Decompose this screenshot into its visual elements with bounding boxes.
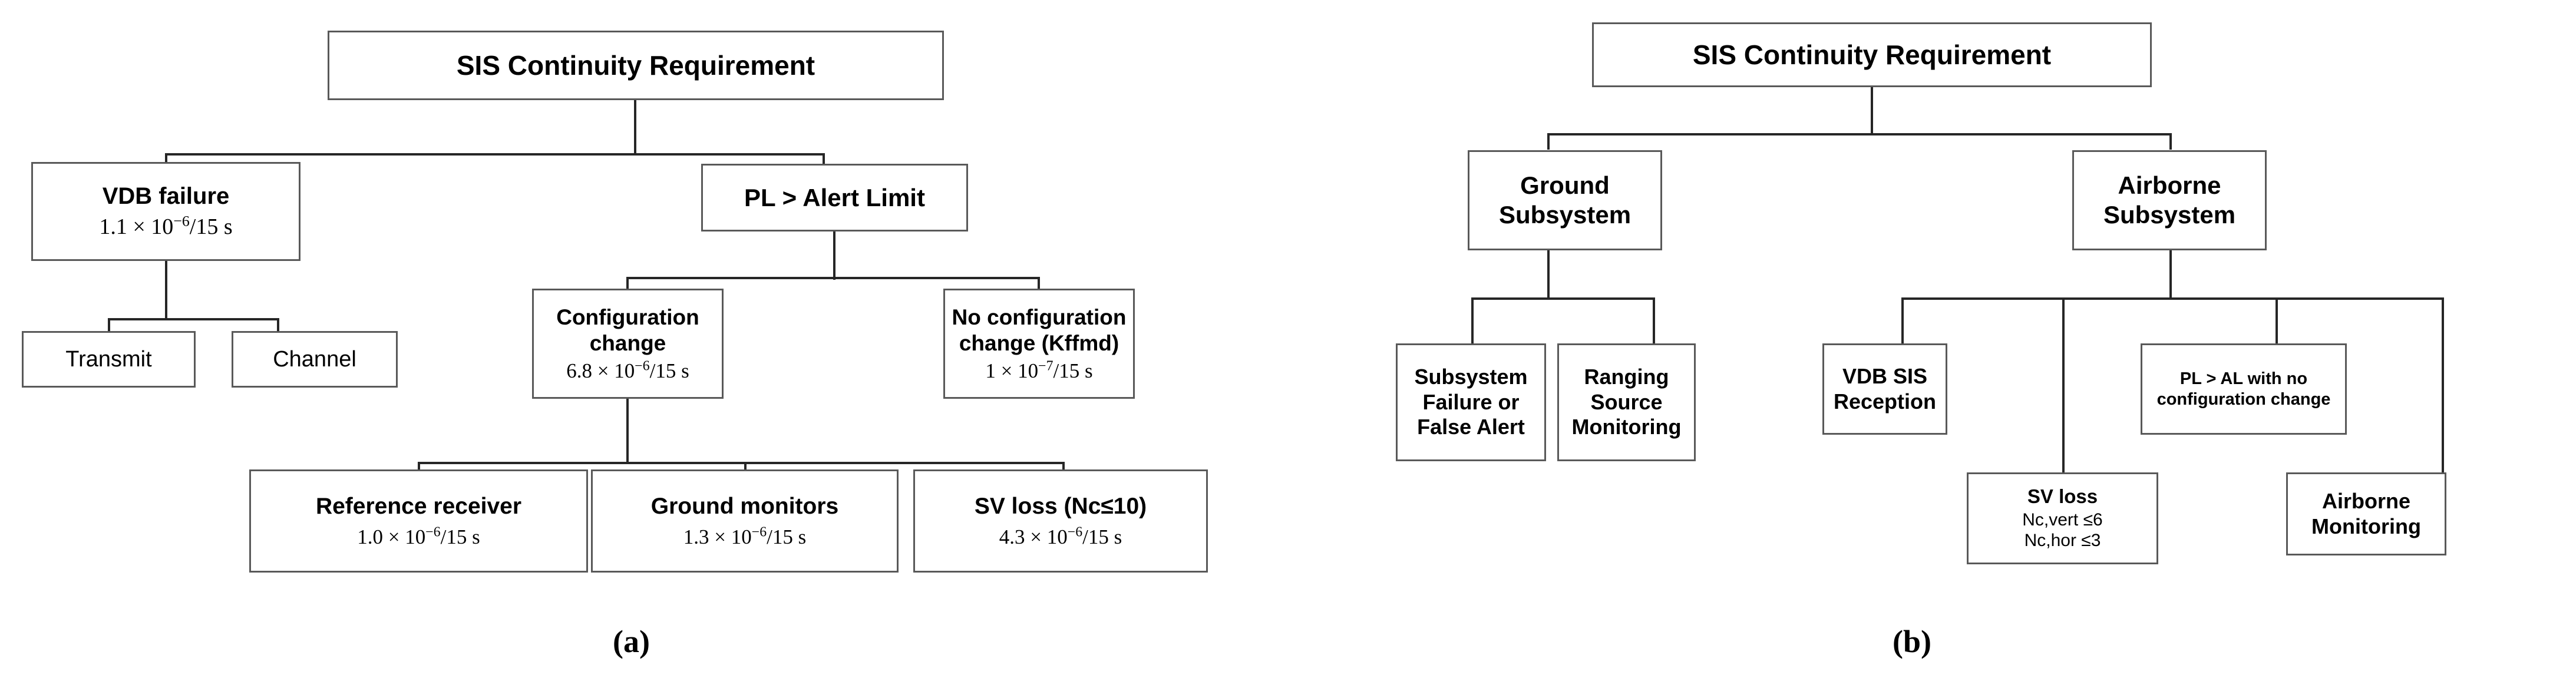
node-a-config-rate: 6.8 × 10−6/15 s — [566, 358, 689, 382]
connector-a-to-pl — [823, 153, 825, 165]
connector-a-to-svloss — [1062, 462, 1065, 474]
node-b-svloss-title: SV loss — [2027, 485, 2098, 508]
node-b-ground-subsystem[interactable]: Ground Subsystem — [1468, 150, 1662, 250]
node-b-subsystem-failure-false-alert[interactable]: Subsystem Failure or False Alert — [1396, 343, 1546, 461]
node-b-subsysfail-line2: Failure or — [1422, 389, 1520, 414]
node-b-plal-line2: configuration change — [2156, 389, 2331, 409]
node-b-airbmon-line2: Monitoring — [2311, 514, 2421, 538]
connector-b-level1-bus — [1547, 133, 2172, 135]
connector-b-to-svloss-b — [2062, 297, 2065, 474]
connector-a-to-gmon — [744, 462, 747, 474]
connector-a-to-refrx — [418, 462, 420, 474]
node-b-airborne-title-line2: Subsystem — [2103, 201, 2236, 229]
node-b-ranging-line2: Source — [1590, 389, 1663, 414]
node-a-svloss-rate: 4.3 × 10−6/15 s — [999, 524, 1122, 548]
connector-a-to-vdb — [165, 153, 167, 164]
connector-a-to-noconfig — [1038, 277, 1040, 290]
connector-b-to-subsystem-failure — [1471, 297, 1474, 343]
connector-b-root-down — [1871, 86, 1873, 134]
connector-b-to-vdb-sis — [1901, 297, 1904, 343]
node-b-airborne-subsystem[interactable]: Airborne Subsystem — [2072, 150, 2267, 250]
node-b-vdb-sis-reception[interactable]: VDB SIS Reception — [1822, 343, 1947, 435]
node-a-noconfig-rate: 1 × 10−7/15 s — [985, 358, 1093, 382]
node-a-channel-title: Channel — [273, 346, 356, 372]
connector-b-airborne-bus — [1901, 297, 2444, 300]
node-a-svloss-title: SV loss (Nc≤10) — [974, 493, 1147, 519]
node-a-pl-title: PL > Alert Limit — [744, 183, 925, 211]
connector-a-vdb-bus — [108, 318, 279, 320]
caption-panel-b: (b) — [1893, 624, 1931, 659]
node-b-subsysfail-line3: False Alert — [1417, 415, 1525, 439]
connector-a-config-down — [626, 399, 629, 464]
node-b-ranging-line3: Monitoring — [1571, 415, 1682, 439]
node-a-noconfig-title-line2: change (Kffmd) — [959, 330, 1119, 355]
connector-b-ground-to-bus — [1547, 250, 1550, 299]
connector-b-ground-bus — [1471, 297, 1655, 300]
caption-panel-a: (a) — [613, 624, 650, 659]
node-a-sis-continuity-requirement[interactable]: SIS Continuity Requirement — [328, 31, 944, 100]
connector-b-to-airborne-monitoring — [2442, 297, 2444, 474]
node-b-airbmon-line1: Airborne — [2321, 489, 2410, 514]
node-b-pl-al-no-config-change[interactable]: PL > AL with no configuration change — [2141, 343, 2347, 435]
node-a-root-title: SIS Continuity Requirement — [456, 49, 815, 81]
node-b-ground-title-line1: Ground — [1520, 171, 1610, 200]
node-b-airborne-monitoring[interactable]: Airborne Monitoring — [2286, 472, 2446, 555]
node-a-refrx-rate: 1.0 × 10−6/15 s — [357, 524, 480, 548]
node-b-plal-line1: PL > AL with no — [2179, 369, 2308, 389]
node-b-sv-loss[interactable]: SV loss Nc,vert ≤6 Nc,hor ≤3 — [1967, 472, 2158, 564]
node-b-svloss-line2: Nc,vert ≤6 — [2022, 510, 2103, 530]
node-a-config-title-line2: change — [589, 330, 666, 355]
node-a-pl-alert-limit[interactable]: PL > Alert Limit — [701, 164, 968, 231]
connector-b-to-ranging-source — [1653, 297, 1655, 343]
node-b-svloss-line3: Nc,hor ≤3 — [2024, 531, 2101, 551]
node-b-vdbsis-line2: Reception — [1833, 389, 1937, 414]
node-a-no-configuration-change[interactable]: No configuration change (Kffmd) 1 × 10−7… — [943, 289, 1135, 399]
node-b-vdbsis-line1: VDB SIS — [1842, 364, 1928, 389]
node-a-vdb-failure[interactable]: VDB failure 1.1 × 10−6/15 s — [31, 162, 300, 261]
connector-a-level1-bus — [165, 153, 825, 156]
node-b-ranging-source-monitoring[interactable]: Ranging Source Monitoring — [1557, 343, 1696, 461]
node-b-ground-title-line2: Subsystem — [1498, 201, 1632, 229]
connector-a-pl-down — [833, 231, 835, 280]
connector-b-airborne-to-bus — [2169, 250, 2172, 299]
node-a-noconfig-title-line1: No configuration — [952, 305, 1127, 330]
connector-a-vdb-down — [165, 261, 167, 320]
connector-a-root-down — [634, 100, 636, 154]
node-a-config-title-line1: Configuration — [556, 305, 699, 330]
connector-b-to-pl-al — [2276, 297, 2278, 343]
node-a-transmit-title: Transmit — [65, 346, 152, 372]
connector-a-to-transmit — [108, 318, 110, 331]
connector-b-to-ground — [1547, 133, 1550, 150]
connector-b-to-airborne — [2169, 133, 2172, 150]
node-a-sv-loss[interactable]: SV loss (Nc≤10) 4.3 × 10−6/15 s — [913, 469, 1208, 573]
node-b-root-title: SIS Continuity Requirement — [1692, 39, 2052, 70]
node-b-ranging-line1: Ranging — [1584, 365, 1669, 389]
node-a-vdb-title: VDB failure — [102, 183, 230, 209]
connector-a-to-config — [626, 277, 629, 290]
node-a-transmit[interactable]: Transmit — [22, 331, 196, 388]
node-a-configuration-change[interactable]: Configuration change 6.8 × 10−6/15 s — [532, 289, 724, 399]
node-a-gmon-title: Ground monitors — [650, 493, 839, 519]
connector-a-to-channel — [277, 318, 279, 331]
node-b-sis-continuity-requirement[interactable]: SIS Continuity Requirement — [1592, 22, 2152, 87]
node-a-channel[interactable]: Channel — [232, 331, 398, 388]
node-a-ground-monitors[interactable]: Ground monitors 1.3 × 10−6/15 s — [591, 469, 899, 573]
connector-a-pl-bus — [626, 277, 1040, 279]
node-b-subsysfail-line1: Subsystem — [1414, 365, 1528, 389]
node-a-vdb-rate: 1.1 × 10−6/15 s — [99, 212, 233, 240]
connector-a-config-bus — [418, 462, 1065, 464]
node-a-reference-receiver[interactable]: Reference receiver 1.0 × 10−6/15 s — [249, 469, 588, 573]
node-a-gmon-rate: 1.3 × 10−6/15 s — [683, 524, 807, 548]
node-b-airborne-title-line1: Airborne — [2118, 171, 2221, 200]
node-a-refrx-title: Reference receiver — [315, 493, 522, 519]
